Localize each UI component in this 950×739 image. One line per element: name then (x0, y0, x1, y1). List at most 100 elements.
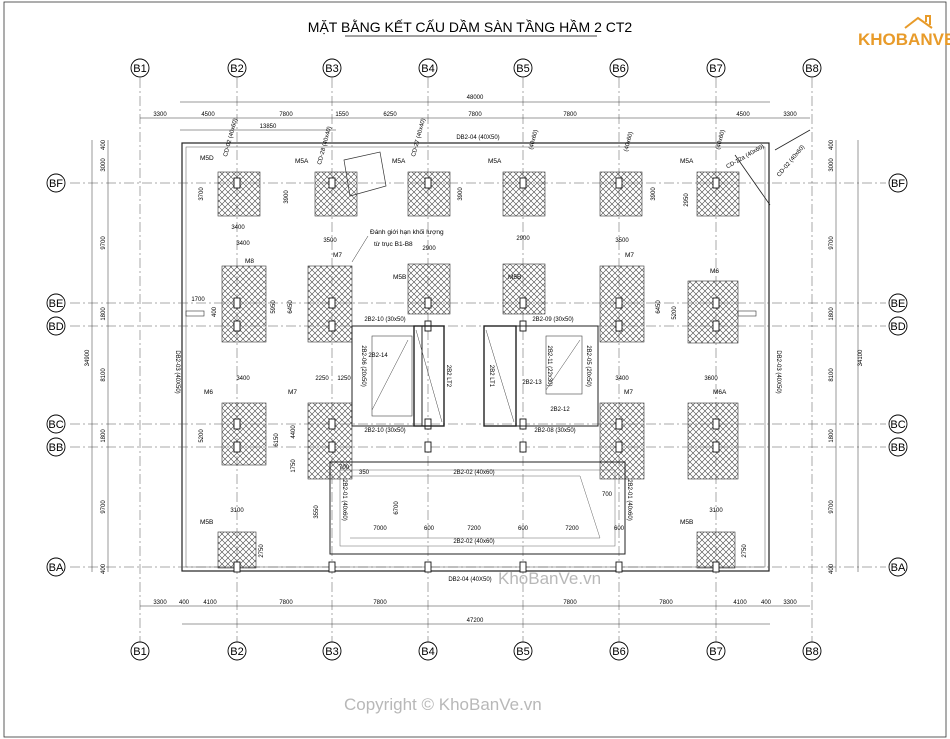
axis-label: BC (890, 419, 905, 431)
core-label: 2B2-14 (368, 353, 388, 359)
dim-right-spans: 400 3000 9700 1800 8100 1800 9700 400 (829, 139, 835, 574)
pad-dim: 3900 (651, 187, 657, 201)
axis-bubble-b4: B4 (418, 641, 438, 661)
column (233, 561, 241, 573)
pad-dim: 2750 (742, 544, 748, 558)
column (328, 561, 336, 573)
axis-circle (46, 414, 66, 434)
column (424, 177, 432, 189)
dim-text: 8100 (829, 368, 835, 382)
ramp-dim: 7200 (565, 526, 579, 532)
pad (407, 171, 451, 217)
column (519, 177, 527, 189)
axis-circle (130, 58, 150, 78)
core-label: 2B2-12 (550, 407, 570, 413)
pad-label: M5A (392, 158, 406, 165)
shaft-left (413, 325, 445, 427)
column (615, 441, 623, 453)
axis-bubble-b5: B5 (513, 58, 533, 78)
column (712, 297, 720, 309)
axis-label: BF (49, 178, 63, 190)
axis-label: B1 (133, 63, 146, 75)
ramp-area (329, 461, 626, 555)
dim-text: 4500 (201, 112, 215, 118)
axis-bubble-b6: B6 (609, 58, 629, 78)
beam-label: DB2-04 (40X50) (456, 135, 499, 141)
pad-dimensions: 3700 3400 3400 3500 3500 2900 2900 3900 … (199, 187, 748, 558)
axis-circle (802, 641, 822, 661)
axis-label: B4 (421, 646, 434, 658)
ramp-dim: 600 (518, 526, 529, 532)
volume-limit-note: Đánh giới hạn khối lượng từ trục B1-B8 (351, 227, 444, 263)
column (712, 320, 720, 332)
ramp-inner (339, 469, 616, 547)
core-label: 2B2-11 (22x30) (546, 346, 552, 387)
drawing-title: MẶT BẰNG KẾT CẤU DẦM SÀN TẦNG HẦM 2 CT2 (308, 18, 633, 35)
axis-circle (46, 173, 66, 193)
axis-label: B7 (709, 63, 722, 75)
axis-circle (46, 316, 66, 336)
column (328, 177, 336, 189)
axis-bubble-bb: BB (46, 437, 66, 457)
ramp-label: 2B2-02 (40x60) (453, 539, 494, 545)
beam-label: (40x60) (624, 131, 635, 152)
axis-label: B2 (230, 63, 243, 75)
pad-dim: 6450 (656, 300, 662, 314)
diagonal-beam (774, 129, 811, 151)
pad-label: M7 (625, 252, 634, 259)
axis-circle (46, 293, 66, 313)
ramp-slope-line (350, 475, 601, 539)
ramp-dim: 6700 (394, 501, 400, 515)
pad-dim: 3600 (704, 376, 718, 382)
note-line: từ trục B1-B8 (374, 241, 413, 248)
pad-dim: 2900 (422, 246, 436, 252)
drain-slot (737, 310, 757, 317)
pad-dim: 2750 (259, 544, 265, 558)
column (615, 177, 623, 189)
dim-text: 9700 (101, 236, 107, 250)
axis-bubble-b4: B4 (418, 58, 438, 78)
axis-bubble-b5: B5 (513, 641, 533, 661)
pad-dim: 3400 (615, 376, 629, 382)
beam-label: (40x60) (716, 129, 727, 150)
dim-text: 3300 (783, 112, 797, 118)
house-roof-icon (904, 15, 933, 29)
dim-top-sub: 13850 (260, 124, 277, 130)
dim-text: 9700 (101, 500, 107, 514)
dim-text: 4100 (203, 600, 217, 606)
dim-text: 7800 (563, 600, 577, 606)
axis-label: BE (49, 298, 64, 310)
pad (221, 402, 267, 466)
dim-text: 3300 (153, 600, 167, 606)
dim-top-total: 48000 (467, 95, 484, 101)
axis-label: B3 (325, 63, 338, 75)
axis-bubble-ba: BA (888, 557, 908, 577)
pad (599, 402, 645, 480)
dim-text: 7800 (373, 600, 387, 606)
core-left (351, 325, 423, 427)
ramp-label: 2B2-02 (40x60) (453, 470, 494, 476)
pad-dim: 3400 (231, 225, 245, 231)
column (712, 561, 720, 573)
logo-text: KHOBANVE (858, 30, 950, 49)
pad-dim: 5950 (271, 300, 277, 314)
axis-label: BA (891, 562, 906, 574)
core-label: 2B2-10 (30x50) (364, 428, 405, 434)
axis-bubble-be: BE (888, 293, 908, 313)
pad-dim: 4400 (291, 425, 297, 439)
pad-dim: 6150 (274, 433, 280, 447)
pad-label: M5A (488, 158, 502, 165)
pad-dim: 2900 (516, 236, 530, 242)
misc-dim: 1700 (191, 297, 205, 303)
dim-text: 3300 (153, 112, 167, 118)
dim-bottom-spans: 3300 400 4100 7800 7800 7800 7800 4100 4… (153, 600, 797, 606)
axis-circle (513, 641, 533, 661)
ramp-dim: 600 (614, 526, 625, 532)
column (233, 320, 241, 332)
column (712, 177, 720, 189)
core-label: 2B2 LT2 (445, 365, 451, 388)
dim-text: 9700 (829, 500, 835, 514)
column (424, 561, 432, 573)
